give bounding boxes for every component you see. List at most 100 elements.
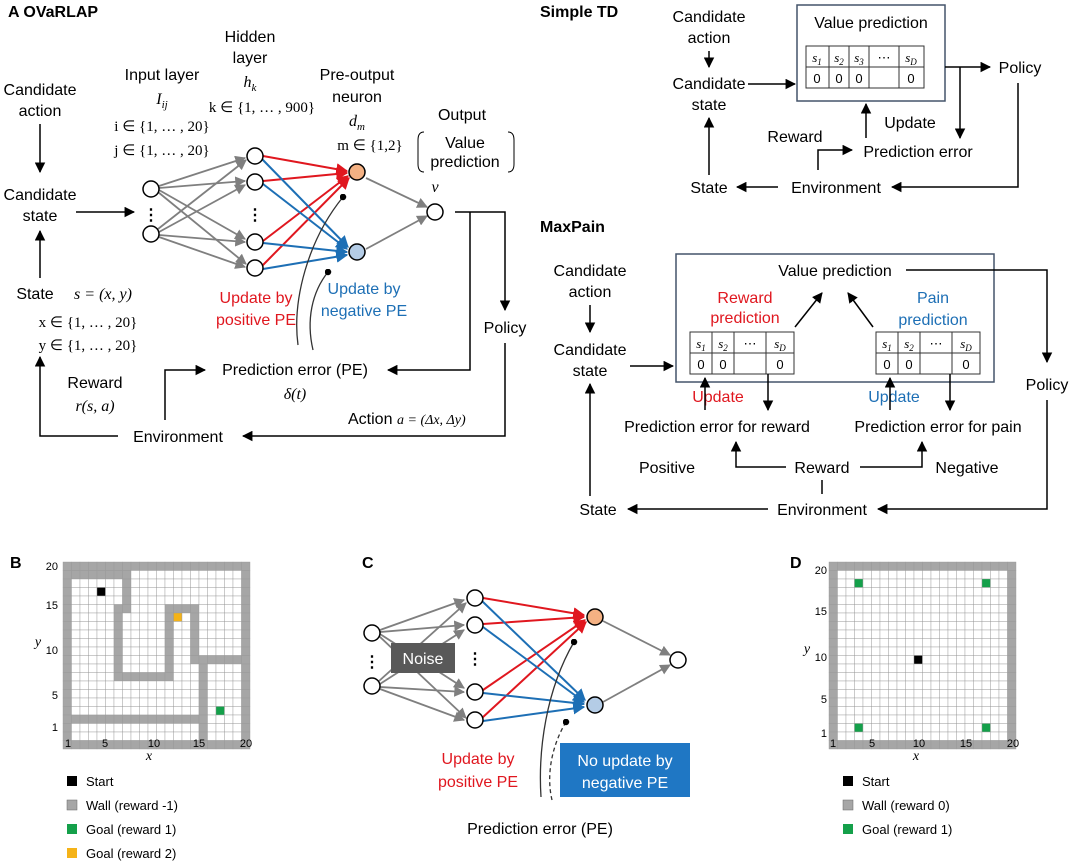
d-grid-cell bbox=[964, 689, 974, 699]
a-edge-neg bbox=[261, 158, 349, 248]
d-grid-cell bbox=[879, 604, 889, 614]
b-grid-cell bbox=[122, 680, 132, 690]
d-grid-cell bbox=[879, 723, 889, 733]
d-grid-cell bbox=[956, 638, 966, 648]
mp-header-cell: s1 bbox=[882, 336, 892, 353]
d-grid-cell bbox=[828, 612, 838, 622]
b-grid-cell bbox=[207, 578, 217, 588]
d-grid-cell bbox=[828, 578, 838, 588]
a-hidden-node bbox=[246, 147, 264, 165]
d-grid-cell bbox=[854, 595, 864, 605]
b-grid-cell bbox=[198, 706, 208, 716]
b-grid-cell bbox=[113, 570, 123, 580]
d-grid-cell bbox=[998, 646, 1008, 656]
c-network: Noise ⋮ ⋮ bbox=[363, 589, 687, 801]
d-grid-cell bbox=[956, 706, 966, 716]
b-grid-cell bbox=[122, 731, 132, 741]
b-grid-cell bbox=[156, 680, 166, 690]
b-grid-cell bbox=[96, 697, 106, 707]
mp-header-cell: s2 bbox=[718, 336, 728, 353]
b-grid-cell bbox=[130, 646, 140, 656]
b-grid-cell bbox=[207, 680, 217, 690]
b-grid-cell bbox=[130, 740, 140, 750]
b-grid-cell bbox=[122, 714, 132, 724]
b-grid-cell bbox=[130, 672, 140, 682]
b-grid-cell bbox=[147, 604, 157, 614]
c-hidden-node bbox=[466, 616, 484, 634]
d-grid-cell bbox=[922, 714, 932, 724]
d-grid-cell bbox=[871, 646, 881, 656]
d-grid-cell bbox=[964, 697, 974, 707]
b-legend-start: Start bbox=[86, 774, 114, 789]
b-grid-cell bbox=[156, 689, 166, 699]
d-grid-cell bbox=[862, 621, 872, 631]
b-grid-cell bbox=[139, 740, 149, 750]
c-edge-pre-out bbox=[602, 664, 671, 703]
panel-a: A OVaRLAP Candidate action Candidate sta… bbox=[4, 4, 527, 446]
b-grid-cell bbox=[164, 655, 174, 665]
b-grid-cell bbox=[232, 621, 242, 631]
d-grid-cell bbox=[896, 655, 906, 665]
c-update-pos-1: Update by bbox=[442, 751, 515, 768]
d-grid-cell bbox=[905, 570, 915, 580]
d-grid-cell bbox=[956, 604, 966, 614]
b-grid-cell bbox=[190, 612, 200, 622]
d-grid-cell bbox=[862, 604, 872, 614]
a-input-layer-label: Input layer bbox=[125, 67, 200, 84]
b-y-tick: 10 bbox=[46, 645, 58, 657]
b-grid-cell bbox=[215, 723, 225, 733]
b-grid-cell bbox=[113, 629, 123, 639]
td-table: s1 s2 s3 ⋯ sD 0 0 0 0 bbox=[805, 45, 925, 89]
a-value-bracket-right bbox=[507, 131, 515, 173]
b-grid-cell bbox=[190, 595, 200, 605]
d-grid-cell bbox=[973, 561, 983, 571]
d-grid-cell bbox=[981, 570, 991, 580]
b-grid-cell bbox=[71, 714, 81, 724]
d-grid-cell bbox=[854, 655, 864, 665]
mp-pe-reward: Prediction error for reward bbox=[624, 419, 810, 436]
a-edge-pos bbox=[261, 177, 350, 267]
b-grid-cell bbox=[190, 723, 200, 733]
b-grid-cell bbox=[173, 714, 183, 724]
b-grid-cell bbox=[173, 578, 183, 588]
b-y-tick: 15 bbox=[46, 600, 58, 612]
b-grid-cell bbox=[122, 723, 132, 733]
b-legend-goal1: Goal (reward 1) bbox=[86, 822, 176, 837]
d-grid-cell bbox=[956, 612, 966, 622]
b-grid-cell bbox=[181, 663, 191, 673]
d-grid-cell bbox=[905, 638, 915, 648]
d-grid-cell bbox=[837, 672, 847, 682]
b-grid-cell bbox=[232, 672, 242, 682]
a-candidate-action-1: Candidate bbox=[4, 82, 77, 99]
c-mod-line-pos bbox=[539, 638, 578, 798]
b-grid-cell bbox=[88, 621, 98, 631]
d-grid-cell bbox=[964, 706, 974, 716]
d-grid-cell bbox=[862, 672, 872, 682]
b-grid-cell bbox=[130, 604, 140, 614]
d-grid-cell bbox=[998, 714, 1008, 724]
d-grid-cell bbox=[871, 689, 881, 699]
a-preoutput-node-positive bbox=[348, 163, 366, 181]
d-grid-cell bbox=[896, 706, 906, 716]
b-grid-cell bbox=[105, 663, 115, 673]
d-grid-cell bbox=[828, 604, 838, 614]
d-grid-cell bbox=[845, 570, 855, 580]
d-grid-cell bbox=[888, 680, 898, 690]
b-grid-cell bbox=[215, 621, 225, 631]
b-grid-cell bbox=[173, 595, 183, 605]
d-grid-cell bbox=[947, 638, 957, 648]
b-grid-cell bbox=[130, 629, 140, 639]
b-grid-cell bbox=[113, 731, 123, 741]
d-grid-cell bbox=[922, 672, 932, 682]
d-grid-cell bbox=[956, 723, 966, 733]
b-grid-cell bbox=[156, 629, 166, 639]
d-grid-cell bbox=[828, 587, 838, 597]
b-grid-cell bbox=[232, 689, 242, 699]
b-grid-cell bbox=[88, 587, 98, 597]
d-grid-cell bbox=[828, 655, 838, 665]
d-grid-cell bbox=[947, 706, 957, 716]
d-grid-cell bbox=[964, 570, 974, 580]
b-grid-cell bbox=[71, 689, 81, 699]
panel-d-title: D bbox=[790, 555, 802, 572]
b-grid-cell bbox=[164, 612, 174, 622]
